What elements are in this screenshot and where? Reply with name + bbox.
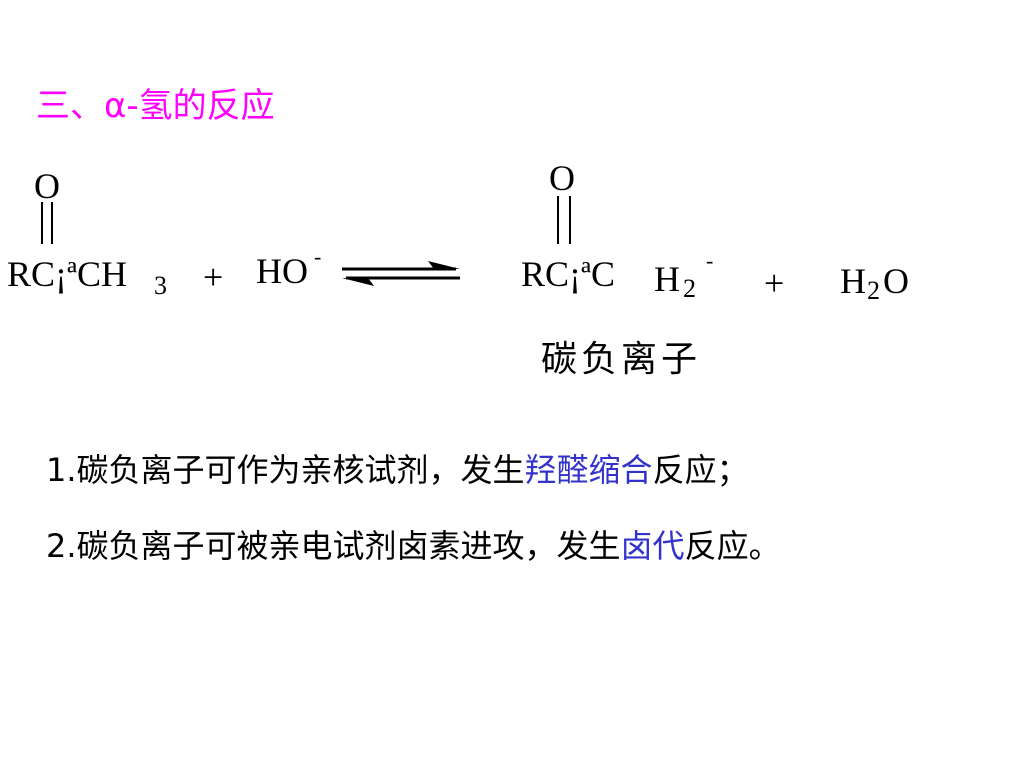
hydroxide: HO bbox=[256, 251, 308, 291]
product-oxygen: O bbox=[549, 158, 575, 198]
page-title: 三、α-氢的反应 bbox=[36, 86, 275, 126]
statement-2-suffix: 反应。 bbox=[684, 527, 781, 565]
statement-1-suffix: 反应； bbox=[652, 451, 749, 489]
water-subscript: 2 bbox=[867, 276, 880, 305]
statement-2-text: 2.碳负离子可被亲电试剂卤素进攻，发生 bbox=[46, 527, 621, 565]
reactant-formula: RC¡ªCH bbox=[7, 254, 127, 294]
statement-2-highlight: 卤代 bbox=[620, 527, 685, 565]
plus-sign: + bbox=[764, 263, 785, 303]
hydroxide-charge: - bbox=[314, 244, 322, 269]
product-formula: RC¡ªC bbox=[521, 254, 615, 294]
water-hydrogen: H bbox=[840, 261, 866, 301]
plus-sign: + bbox=[203, 257, 224, 297]
equilibrium-arrows-icon bbox=[342, 261, 460, 286]
reactant-subscript: 3 bbox=[154, 271, 167, 300]
product-hydrogen: H bbox=[654, 259, 680, 299]
statement-1-text: 1.碳负离子可作为亲核试剂，发生 bbox=[46, 451, 525, 489]
water-oxygen: O bbox=[883, 261, 909, 301]
reactant-oxygen: O bbox=[34, 166, 60, 206]
statement-1-highlight: 羟醛缩合 bbox=[524, 451, 653, 489]
statement-2: 2.碳负离子可被亲电试剂卤素进攻，发生卤代反应。 bbox=[46, 527, 781, 565]
product-charge: - bbox=[706, 248, 714, 273]
statement-1: 1.碳负离子可作为亲核试剂，发生羟醛缩合反应； bbox=[46, 451, 749, 489]
carbanion-caption: 碳负离子 bbox=[541, 339, 702, 380]
product-subscript: 2 bbox=[683, 274, 696, 303]
